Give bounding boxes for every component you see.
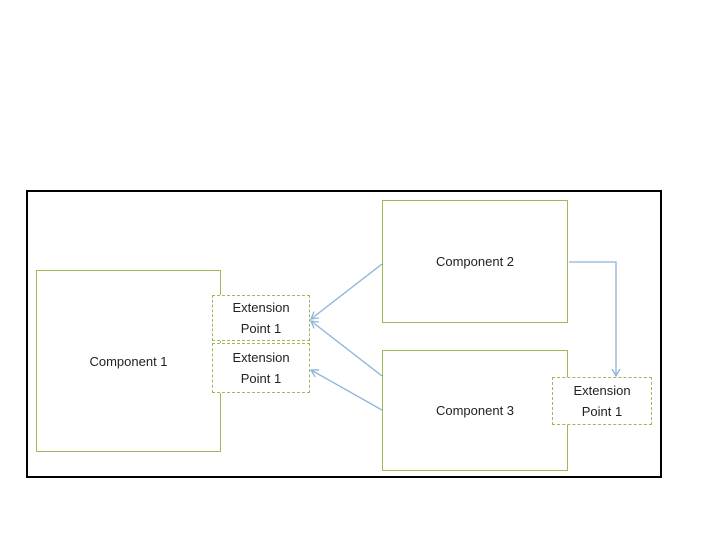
extension-point-component-3: Extension Point 1 [552,377,652,425]
extension-point-1-bottom-line1: Extension [232,350,290,365]
component-1-box: Component 1 [36,270,221,452]
extension-point-1-top-line2: Point 1 [240,321,282,336]
extension-point-component-3-line2: Point 1 [581,404,623,419]
component-3-box: Component 3 [382,350,568,471]
extension-point-1-top: Extension Point 1 [212,295,310,341]
component-1-label: Component 1 [89,353,168,369]
extension-point-1-bottom-line2: Point 1 [240,371,282,386]
extension-point-1-bottom: Extension Point 1 [212,343,310,393]
component-2-box: Component 2 [382,200,568,323]
extension-point-1-top-line1: Extension [232,300,290,315]
component-3-label: Component 3 [435,403,515,418]
component-2-label: Component 2 [435,254,515,269]
extension-point-component-3-line1: Extension [573,383,631,398]
